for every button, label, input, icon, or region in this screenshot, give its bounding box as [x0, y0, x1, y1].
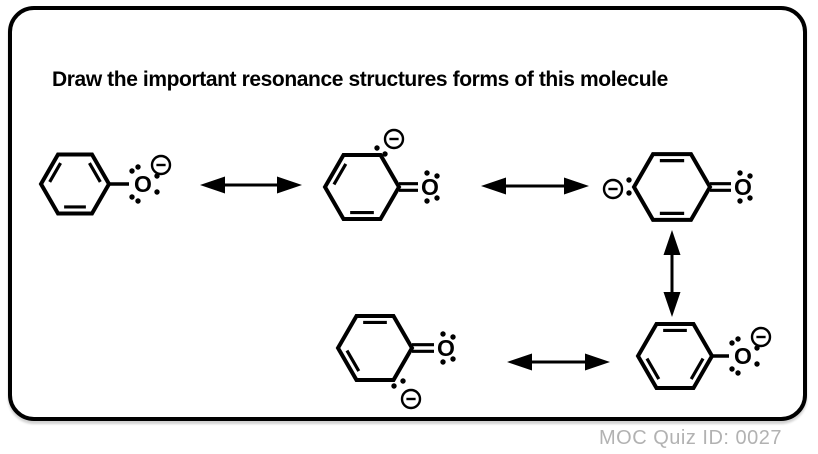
lone-pair-dot — [391, 383, 397, 389]
negative-charge-icon — [400, 388, 422, 410]
quiz-title: Draw the important resonance structures … — [52, 68, 668, 91]
ring-double-bond — [88, 162, 102, 183]
structure-ortho-carbanion-bottom: O — [335, 313, 456, 410]
lone-pair-dot — [729, 340, 735, 346]
lone-pair-dot — [400, 378, 406, 384]
negative-charge-icon — [602, 178, 624, 200]
benzene-ring — [635, 321, 715, 391]
oxygen-atom-label: O — [734, 343, 752, 369]
lone-pair-dot — [450, 334, 456, 340]
lone-pair-dot — [434, 173, 440, 179]
lone-pair-dot — [747, 173, 753, 179]
resonance-arrow-2-icon — [481, 177, 589, 195]
ring-double-bond — [332, 163, 348, 186]
benzene-ring — [631, 152, 713, 222]
ring-double-bond — [345, 349, 361, 372]
lone-pair-dot — [424, 198, 430, 204]
structure-phenoxide-top-left: O — [38, 152, 172, 216]
lone-pair-dot — [434, 195, 440, 201]
lone-pair-dot — [735, 336, 741, 342]
lone-pair-dot — [440, 331, 446, 337]
benzene-ring — [322, 152, 402, 222]
lone-pair-dot — [729, 366, 735, 372]
ring-double-bond — [689, 357, 705, 380]
benzene-ring — [335, 313, 415, 383]
lone-pair-dot — [747, 195, 753, 201]
resonance-arrow-3-icon — [663, 230, 681, 317]
oxygen-atom-label: O — [134, 171, 152, 197]
negative-charge-icon — [750, 326, 772, 348]
benzene-ring — [38, 152, 112, 216]
lone-pair-dot — [735, 370, 741, 376]
oxygen-atom-label: O — [734, 174, 752, 200]
oxygen-atom-label: O — [421, 174, 439, 200]
ring-double-bond — [645, 357, 661, 380]
quiz-id-label: MOC Quiz ID: 0027 — [598, 427, 782, 449]
lone-pair-dot — [737, 170, 743, 176]
lone-pair-dot — [129, 194, 135, 200]
lone-pair-dot — [450, 356, 456, 362]
structure-para-carbanion-right: O — [602, 152, 753, 222]
structure-phenoxide-bottom-right: O — [635, 321, 772, 391]
negative-charge-icon — [383, 128, 405, 150]
negative-charge-icon — [150, 154, 172, 176]
oxygen-atom-label: O — [437, 335, 455, 361]
lone-pair-dot — [626, 190, 632, 196]
lone-pair-dot — [135, 164, 141, 170]
lone-pair-dot — [129, 168, 135, 174]
lone-pair-dot — [737, 198, 743, 204]
ring-double-bond — [48, 162, 62, 183]
lone-pair-dot — [424, 170, 430, 176]
lone-pair-dot — [135, 198, 141, 204]
resonance-arrow-4-icon — [507, 353, 610, 371]
lone-pair-dot — [382, 151, 388, 157]
resonance-arrow-1-icon — [200, 176, 302, 194]
lone-pair-dot — [154, 189, 160, 195]
lone-pair-dot — [754, 361, 760, 367]
structure-ortho-carbanion-top: O — [322, 128, 440, 222]
lone-pair-dot — [374, 145, 380, 151]
lone-pair-dot — [440, 359, 446, 365]
lone-pair-dot — [626, 177, 632, 183]
